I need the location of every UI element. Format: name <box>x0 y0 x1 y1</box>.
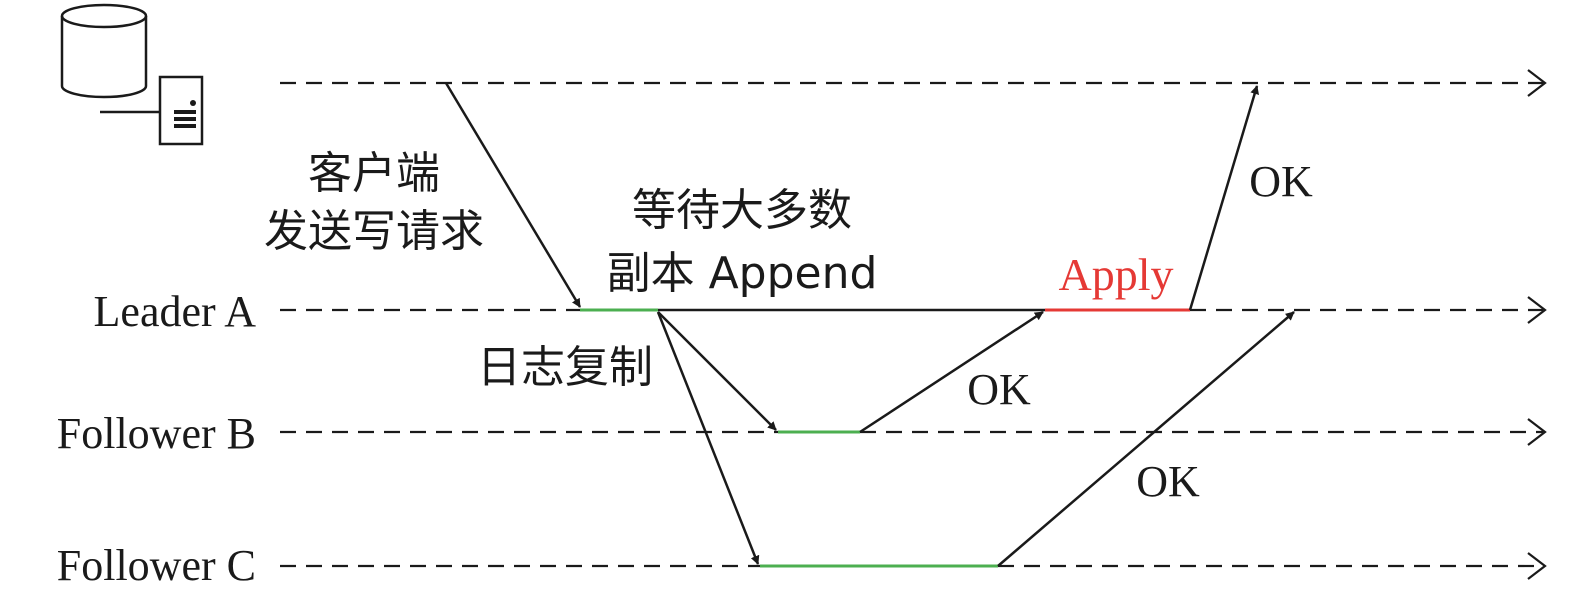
client-timeline-arrowhead <box>1527 69 1547 97</box>
client-timeline <box>280 69 1547 97</box>
lane-label-follower-c: Follower C <box>57 541 256 590</box>
ok-to-client-arrow <box>1188 85 1259 311</box>
wait-majority-label-line1: 等待大多数 <box>632 185 852 236</box>
server-icon <box>158 75 204 146</box>
wait-majority-label-line2: 副本 Append <box>607 248 878 299</box>
apply-label: Apply <box>1059 249 1174 300</box>
log-replication-label: 日志复制 <box>477 342 653 393</box>
follower-b-timeline <box>280 418 1547 446</box>
ok-b-label: OK <box>967 365 1031 414</box>
follower-c-timeline-arrowhead <box>1527 552 1547 580</box>
leader-timeline <box>280 296 1547 324</box>
follower-b-timeline-arrowhead <box>1527 418 1547 446</box>
lane-label-follower-b: Follower B <box>57 409 256 458</box>
client-request-label-line1: 客户端 <box>308 148 440 199</box>
ok-from-c-arrow <box>997 311 1295 567</box>
lane-label-leader: Leader A <box>94 287 257 336</box>
replicate-to-b-arrow <box>657 311 777 431</box>
leader-timeline-arrowhead <box>1527 296 1547 324</box>
follower-c-timeline <box>280 552 1547 580</box>
client-request-label-line2: 发送写请求 <box>264 206 484 257</box>
client-database-server-icon <box>60 3 204 146</box>
replicate-to-c-arrow <box>656 311 760 565</box>
ok-client-label: OK <box>1249 157 1313 206</box>
ok-c-label: OK <box>1136 457 1200 506</box>
database-icon <box>60 3 148 99</box>
ok-from-b-arrow <box>859 310 1044 434</box>
client-write-request-arrow <box>444 82 582 308</box>
